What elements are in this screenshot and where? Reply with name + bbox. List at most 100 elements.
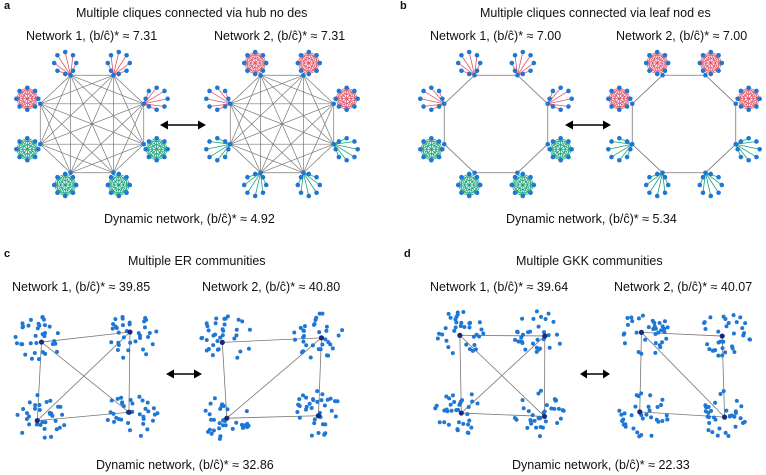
node [541, 413, 548, 420]
node [108, 174, 114, 180]
node [477, 182, 483, 188]
node [29, 356, 34, 361]
node [49, 411, 54, 416]
node [442, 408, 447, 413]
node [222, 139, 228, 144]
node [459, 190, 464, 196]
node [549, 406, 554, 411]
node [558, 135, 563, 141]
node [617, 135, 622, 141]
node [467, 418, 472, 423]
node [665, 60, 671, 66]
node [128, 398, 133, 403]
node [733, 101, 739, 107]
node [111, 321, 116, 326]
node [569, 96, 574, 102]
node [108, 410, 113, 415]
node [700, 190, 706, 196]
node [622, 341, 627, 346]
node [20, 342, 25, 347]
node [754, 104, 759, 109]
node [634, 393, 639, 398]
node [521, 406, 526, 411]
node [25, 85, 30, 91]
node [312, 417, 317, 422]
node [534, 309, 539, 314]
node [145, 427, 150, 432]
node [120, 315, 125, 320]
node [716, 329, 721, 334]
node [462, 325, 467, 330]
node [120, 323, 125, 328]
node [606, 96, 611, 102]
node [215, 338, 220, 343]
node [143, 96, 148, 102]
node [301, 170, 306, 176]
node [639, 391, 644, 396]
node [126, 409, 132, 415]
node [128, 340, 133, 345]
node [481, 331, 486, 336]
node [299, 350, 304, 355]
node [232, 336, 237, 341]
node [700, 68, 706, 74]
node [218, 335, 223, 340]
node [301, 72, 306, 78]
node [515, 72, 520, 78]
node [312, 321, 317, 326]
node [324, 324, 329, 329]
node [457, 332, 463, 338]
node [32, 104, 38, 109]
node [437, 420, 442, 425]
node [528, 174, 533, 180]
dynamic-network-label: Dynamic network, (b/ĉ)* ≈ 5.34 [506, 212, 677, 226]
node [352, 88, 357, 94]
node [58, 404, 63, 409]
node [34, 417, 40, 424]
node [653, 341, 658, 346]
node [17, 88, 22, 94]
node [127, 329, 133, 335]
node [459, 52, 464, 58]
node [477, 320, 482, 325]
node [532, 418, 537, 423]
node [42, 426, 47, 431]
dynamic-network-label: Dynamic network, (b/ĉ)* ≈ 32.86 [96, 458, 274, 472]
node [33, 403, 38, 408]
node [664, 413, 669, 418]
node [142, 319, 147, 324]
node [142, 325, 147, 330]
node [245, 425, 250, 430]
node [560, 408, 565, 413]
node [723, 350, 728, 355]
panel-letter: a [4, 0, 11, 12]
node [654, 49, 660, 55]
node [609, 139, 614, 144]
node [719, 60, 725, 66]
node [702, 320, 707, 325]
node [293, 337, 298, 342]
node [727, 414, 732, 419]
node [146, 139, 152, 144]
node [220, 402, 225, 407]
node [23, 352, 28, 357]
node [317, 330, 322, 335]
node [550, 154, 556, 160]
node [320, 392, 325, 397]
node [336, 154, 342, 160]
node [146, 88, 152, 94]
node [116, 330, 121, 335]
node [28, 317, 33, 322]
node [459, 174, 464, 180]
node [70, 190, 76, 196]
node [333, 399, 338, 404]
node [315, 389, 320, 394]
node [312, 421, 317, 426]
node [520, 332, 525, 337]
node [707, 421, 712, 426]
node [55, 174, 60, 180]
node [526, 409, 531, 414]
network-2-label: Network 2, (b/ĉ)* ≈ 7.00 [616, 29, 748, 43]
node [475, 401, 480, 406]
node [461, 310, 466, 315]
